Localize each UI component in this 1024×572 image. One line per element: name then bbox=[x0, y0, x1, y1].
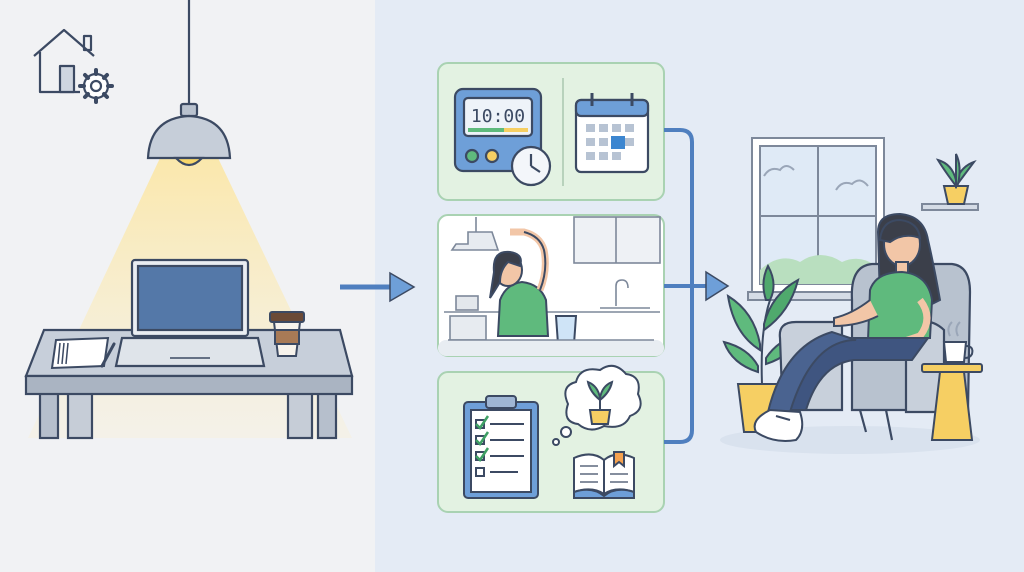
pendant-lamp bbox=[146, 0, 232, 167]
calendar-icon bbox=[574, 93, 650, 174]
thought-bubble bbox=[552, 364, 642, 446]
right-arrow-icon bbox=[705, 270, 730, 302]
tea-cup-icon bbox=[942, 321, 974, 363]
side-table bbox=[921, 363, 983, 441]
wall-shelf bbox=[921, 153, 979, 211]
home-gear-icon bbox=[33, 28, 114, 104]
plant-icon bbox=[935, 153, 977, 205]
connector-lines bbox=[664, 128, 712, 444]
planning-panel bbox=[437, 364, 665, 513]
clock-icon bbox=[510, 145, 552, 187]
kitchen-panel bbox=[437, 214, 665, 357]
plant-icon bbox=[586, 380, 614, 425]
right-arrow-icon bbox=[340, 271, 416, 303]
coffee-cup-icon bbox=[269, 311, 305, 357]
checklist-icon bbox=[463, 395, 539, 499]
schedule-panel: 10:00 bbox=[437, 62, 665, 201]
stretching-woman bbox=[489, 228, 550, 337]
laptop bbox=[114, 258, 266, 368]
notebook bbox=[50, 336, 116, 370]
relaxing-woman bbox=[753, 212, 942, 442]
book-icon bbox=[573, 451, 635, 499]
clock-display: 10:00 bbox=[471, 106, 525, 127]
